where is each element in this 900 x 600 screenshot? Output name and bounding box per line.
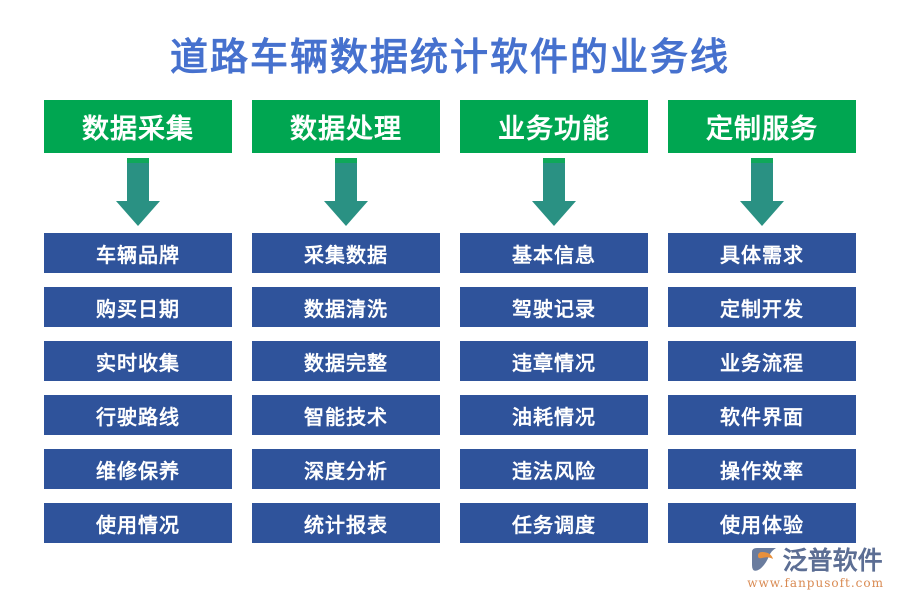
column-custom-service: 定制服务 具体需求 定制开发 业务流程 软件界面 操作效率 使用体验 xyxy=(668,100,856,543)
list-item[interactable]: 行驶路线 xyxy=(44,395,232,435)
list-item[interactable]: 使用情况 xyxy=(44,503,232,543)
list-item[interactable]: 基本信息 xyxy=(460,233,648,273)
arrow-cap xyxy=(127,158,149,165)
list-item[interactable]: 油耗情况 xyxy=(460,395,648,435)
list-item[interactable]: 定制开发 xyxy=(668,287,856,327)
list-item[interactable]: 实时收集 xyxy=(44,341,232,381)
list-item[interactable]: 数据完整 xyxy=(252,341,440,381)
down-arrow-icon xyxy=(116,158,160,226)
page-title: 道路车辆数据统计软件的业务线 xyxy=(169,34,730,79)
arrow-shaft xyxy=(335,158,357,202)
arrow-wrap-1 xyxy=(44,153,232,233)
arrow-head xyxy=(324,201,368,226)
column-header-1[interactable]: 数据采集 xyxy=(44,100,232,153)
arrow-shaft xyxy=(751,158,773,202)
list-item[interactable]: 采集数据 xyxy=(252,233,440,273)
fanpu-logo-icon xyxy=(751,548,776,571)
list-item[interactable]: 使用体验 xyxy=(668,503,856,543)
column-business-functions: 业务功能 基本信息 驾驶记录 违章情况 油耗情况 违法风险 任务调度 xyxy=(460,100,648,543)
list-item[interactable]: 业务流程 xyxy=(668,341,856,381)
arrow-cap xyxy=(543,158,565,165)
list-item[interactable]: 购买日期 xyxy=(44,287,232,327)
down-arrow-icon xyxy=(324,158,368,226)
list-item[interactable]: 驾驶记录 xyxy=(460,287,648,327)
list-item[interactable]: 统计报表 xyxy=(252,503,440,543)
arrow-shaft xyxy=(127,158,149,202)
list-item[interactable]: 违章情况 xyxy=(460,341,648,381)
arrow-head xyxy=(116,201,160,226)
list-item[interactable]: 智能技术 xyxy=(252,395,440,435)
column-header-2[interactable]: 数据处理 xyxy=(252,100,440,153)
down-arrow-icon xyxy=(532,158,576,226)
arrow-wrap-2 xyxy=(252,153,440,233)
brand-logo: 泛普软件 www.fanpusoft.com xyxy=(747,547,884,590)
column-data-processing: 数据处理 采集数据 数据清洗 数据完整 智能技术 深度分析 统计报表 xyxy=(252,100,440,543)
arrow-shaft xyxy=(543,158,565,202)
logo-website-url: www.fanpusoft.com xyxy=(747,576,884,590)
list-item[interactable]: 具体需求 xyxy=(668,233,856,273)
list-item[interactable]: 数据清洗 xyxy=(252,287,440,327)
columns-container: 数据采集 车辆品牌 购买日期 实时收集 行驶路线 维修保养 使用情况 数据处理 xyxy=(44,100,856,543)
column-data-collection: 数据采集 车辆品牌 购买日期 实时收集 行驶路线 维修保养 使用情况 xyxy=(44,100,232,543)
column-header-4[interactable]: 定制服务 xyxy=(668,100,856,153)
arrow-head xyxy=(740,201,784,226)
list-item[interactable]: 深度分析 xyxy=(252,449,440,489)
arrow-cap xyxy=(335,158,357,165)
list-item[interactable]: 操作效率 xyxy=(668,449,856,489)
arrow-head xyxy=(532,201,576,226)
arrow-wrap-3 xyxy=(460,153,648,233)
list-item[interactable]: 软件界面 xyxy=(668,395,856,435)
column-header-3[interactable]: 业务功能 xyxy=(460,100,648,153)
logo-company-name: 泛普软件 xyxy=(782,546,883,575)
list-item[interactable]: 维修保养 xyxy=(44,449,232,489)
arrow-cap xyxy=(751,158,773,165)
down-arrow-icon xyxy=(740,158,784,226)
list-item[interactable]: 车辆品牌 xyxy=(44,233,232,273)
arrow-wrap-4 xyxy=(668,153,856,233)
list-item[interactable]: 违法风险 xyxy=(460,449,648,489)
list-item[interactable]: 任务调度 xyxy=(460,503,648,543)
logo-top-row: 泛普软件 xyxy=(749,547,883,574)
